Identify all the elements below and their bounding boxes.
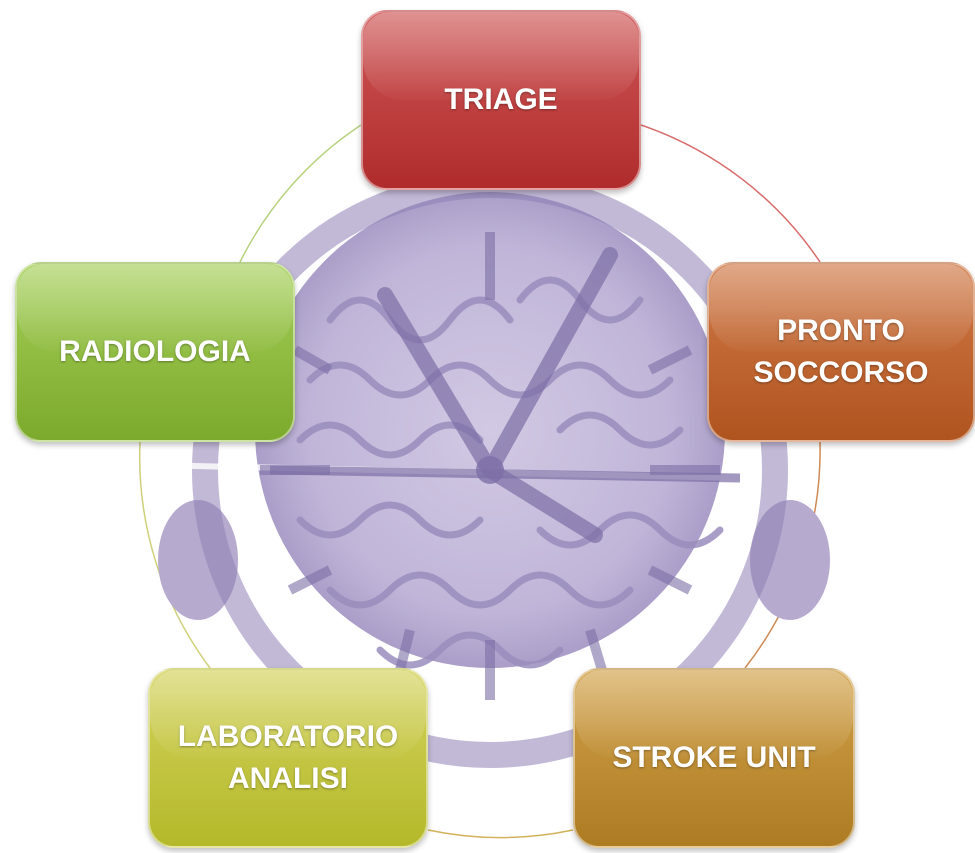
node-radiologia: RADIOLOGIA	[15, 262, 295, 442]
node-stroke-unit: STROKE UNIT	[573, 668, 855, 848]
node-stroke-unit-label: STROKE UNIT	[612, 737, 815, 779]
node-pronto-soccorso-label: PRONTO SOCCORSO	[753, 310, 928, 394]
node-triage-label: TRIAGE	[444, 79, 557, 121]
node-triage: TRIAGE	[361, 10, 641, 190]
node-radiologia-label: RADIOLOGIA	[59, 331, 251, 373]
node-laboratorio-analisi-label: LABORATORIO ANALISI	[178, 716, 399, 800]
node-laboratorio-analisi: LABORATORIO ANALISI	[148, 668, 428, 848]
node-pronto-soccorso: PRONTO SOCCORSO	[707, 262, 975, 442]
